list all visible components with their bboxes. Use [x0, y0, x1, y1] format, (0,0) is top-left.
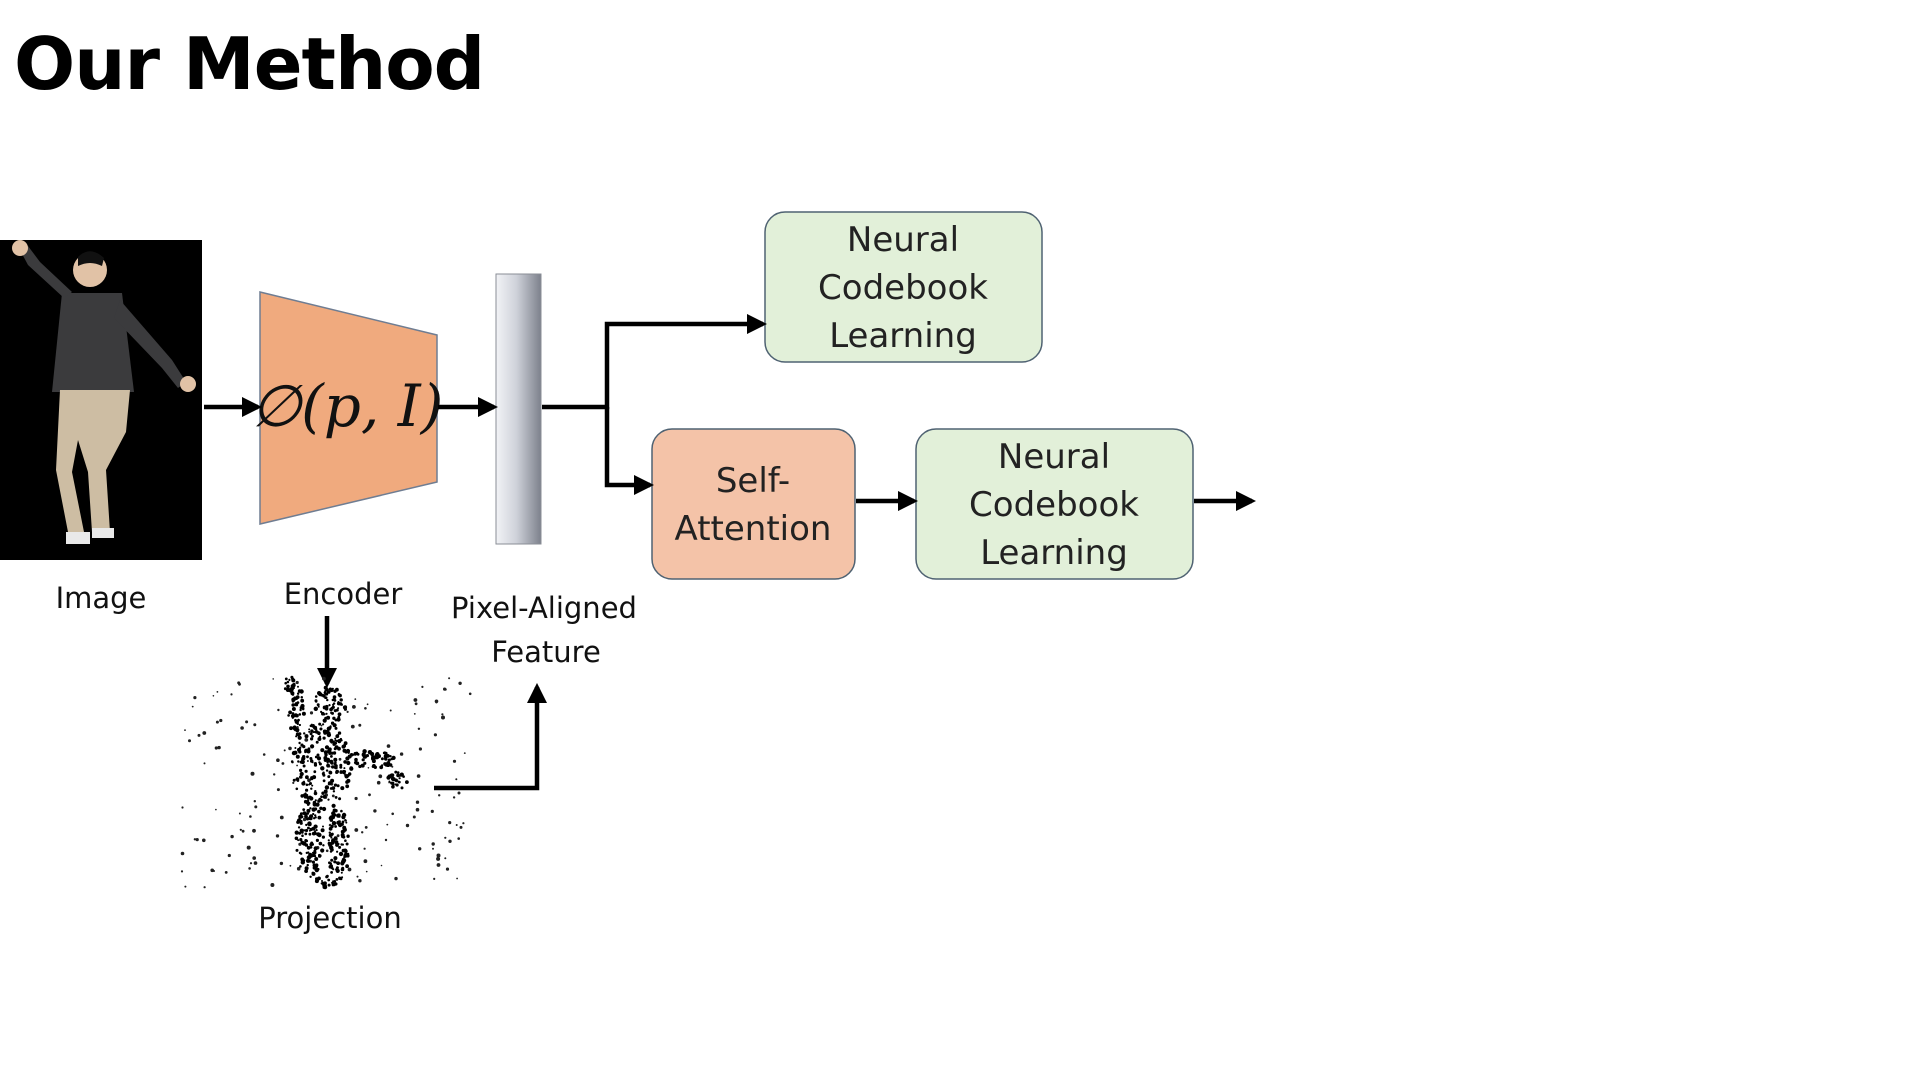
point-cloud-person-icon [180, 675, 472, 890]
feature-label-line-1: Pixel-Aligned [451, 591, 637, 625]
encoder-formula: ∅(p, I) [251, 372, 444, 440]
image-label: Image [56, 581, 147, 615]
encoder: ∅(p, I) [251, 291, 444, 525]
codebook-bottom-line-2: Codebook [969, 485, 1139, 525]
neural-codebook-bottom-box: Neural Codebook Learning [915, 428, 1194, 580]
pixel-aligned-feature-bar [495, 273, 542, 545]
input-image [0, 240, 202, 560]
slide-title: Our Method [14, 22, 485, 106]
self-attention-line-1: Self- [716, 461, 790, 501]
feature-label-line-2: Feature [491, 635, 601, 669]
self-attention-line-2: Attention [675, 509, 832, 549]
encoder-shape [259, 291, 438, 525]
arrow-projection-to-feature [434, 682, 548, 791]
codebook-top-line-2: Codebook [818, 268, 988, 308]
projection-label: Projection [258, 901, 401, 935]
codebook-top-line-3: Learning [829, 316, 977, 356]
arrow-feature-to-self-attention [604, 407, 655, 496]
codebook-top-line-1: Neural [847, 220, 959, 260]
arrow-feature-to-codebook-top [542, 313, 768, 410]
self-attention-box: Self- Attention [651, 428, 856, 580]
codebook-bottom-line-3: Learning [980, 533, 1128, 573]
codebook-bottom-line-1: Neural [998, 437, 1110, 477]
connectors [204, 313, 1257, 791]
person-photo-icon [12, 240, 196, 544]
encoder-label: Encoder [284, 577, 403, 611]
neural-codebook-top-box: Neural Codebook Learning [764, 211, 1043, 363]
